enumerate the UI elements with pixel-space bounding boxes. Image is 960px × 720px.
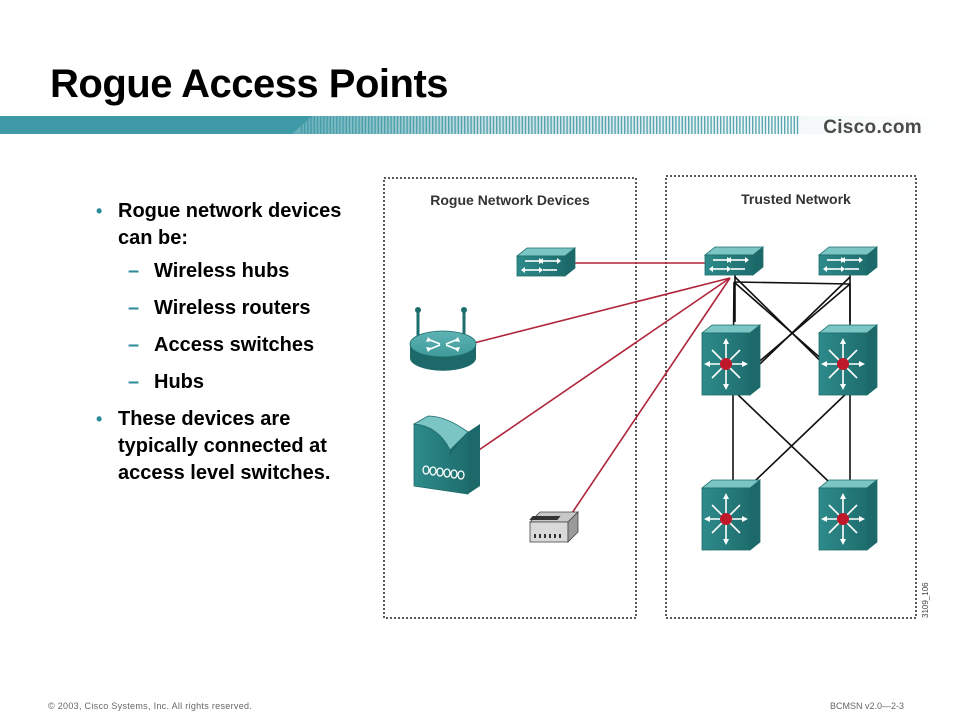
wireless-router-icon <box>409 307 477 371</box>
core-switch-icon <box>818 479 878 551</box>
bullet-text: Rogue network devices can be: <box>118 200 342 249</box>
rogue-panel-label: Rogue Network Devices <box>430 192 590 208</box>
bullet-item: • These devices are typically connected … <box>96 406 366 487</box>
dash-icon: – <box>128 334 140 356</box>
sub-bullet-text: Wireless routers <box>154 297 311 319</box>
sub-bullet-text: Hubs <box>154 371 204 393</box>
access-switch-icon <box>704 246 764 276</box>
wireless-hub-icon <box>412 415 480 495</box>
page-title: Rogue Access Points <box>50 62 449 106</box>
distribution-switch-icon <box>818 324 878 396</box>
network-diagram: Rogue Network Devices Trusted Network 31… <box>383 175 930 619</box>
bullet-text: These devices are typically connected at… <box>118 408 331 484</box>
sub-bullet-item: –Hubs <box>96 369 366 396</box>
trusted-panel <box>665 175 917 619</box>
rogue-panel <box>383 177 637 619</box>
bullet-dot-icon: • <box>96 409 103 429</box>
bullet-item: • Rogue network devices can be: <box>96 198 366 252</box>
sub-bullet-item: –Access switches <box>96 332 366 359</box>
course-code-footer: BCMSN v2.0—2-3 <box>829 701 904 711</box>
hub-icon <box>529 511 579 543</box>
rogue-switch-icon <box>516 247 576 277</box>
core-switch-icon <box>701 479 761 551</box>
dash-icon: – <box>128 371 140 393</box>
distribution-switch-icon <box>701 324 761 396</box>
sub-bullet-item: –Wireless routers <box>96 295 366 322</box>
sub-bullet-item: –Wireless hubs <box>96 258 366 285</box>
access-switch-icon <box>818 246 878 276</box>
rogue-links <box>469 262 731 523</box>
dash-icon: – <box>128 260 140 282</box>
sub-bullet-text: Wireless hubs <box>154 260 290 282</box>
header-band <box>0 116 960 134</box>
dash-icon: – <box>128 297 140 319</box>
cisco-logo-text: Cisco.com <box>823 117 922 138</box>
bullet-dot-icon: • <box>96 201 103 221</box>
figure-id: 3109_106 <box>921 582 930 618</box>
sub-bullet-text: Access switches <box>154 334 315 356</box>
trusted-panel-label: Trusted Network <box>741 191 851 207</box>
bullet-list: • Rogue network devices can be: –Wireles… <box>96 198 366 493</box>
copyright-footer: © 2003, Cisco Systems, Inc. All rights r… <box>48 701 253 711</box>
